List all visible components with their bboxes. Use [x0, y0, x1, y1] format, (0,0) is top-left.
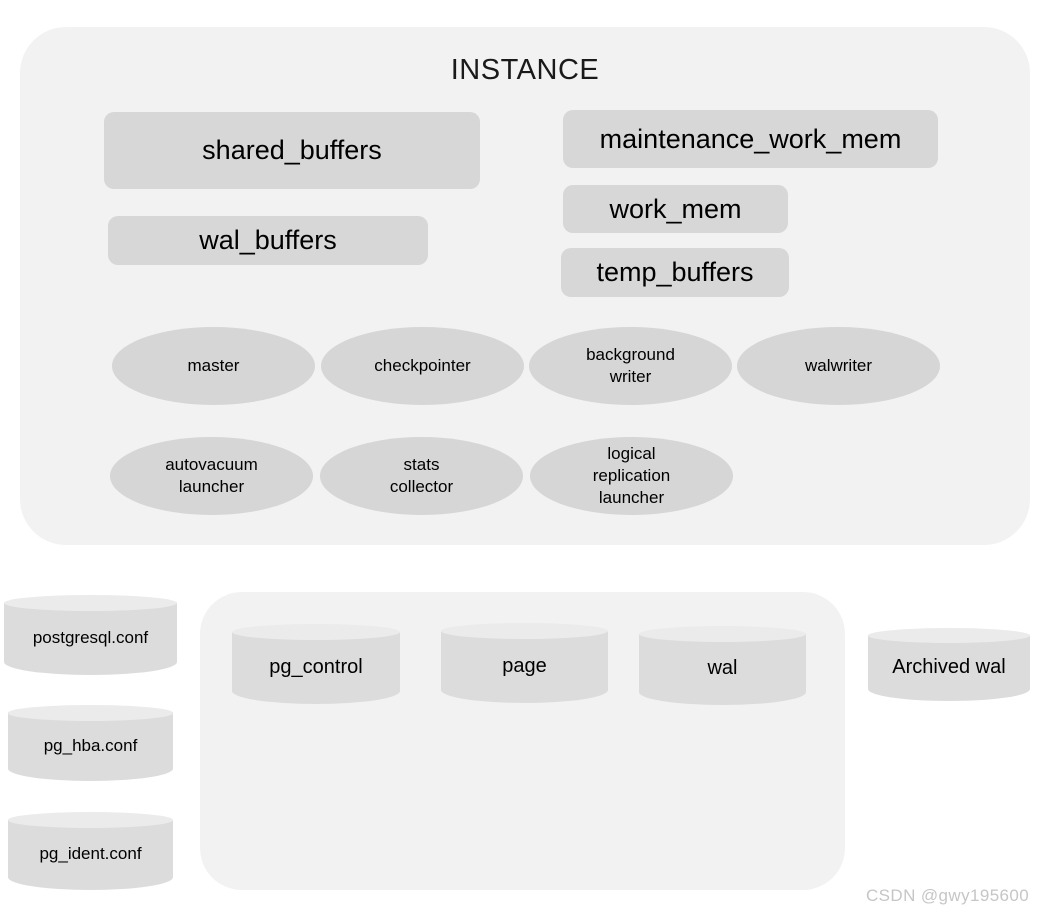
cylinder-postgresql-conf: postgresql.conf — [4, 595, 177, 681]
cylinder-top — [8, 705, 173, 721]
cylinder-archived-wal: Archived wal — [868, 628, 1030, 707]
cylinder-top — [4, 595, 177, 612]
cylinder-top — [8, 812, 173, 828]
cylinder-label: postgresql.conf — [32, 628, 149, 647]
cylinder-label: wal — [707, 657, 738, 679]
cylinder-body — [4, 602, 177, 675]
cylinder-wal: wal — [639, 626, 806, 711]
cylinder-body — [441, 630, 608, 703]
cylinder-label: Archived wal — [892, 656, 1006, 678]
cylinder-top — [639, 626, 806, 643]
cylinder-top — [868, 628, 1030, 643]
cylinder-body — [8, 712, 173, 782]
memory-box-label: wal_buffers — [199, 225, 337, 255]
cylinder-body — [8, 819, 173, 891]
memory-box-label: shared_buffers — [202, 135, 382, 165]
cylinder-pg-control: pg_control — [232, 624, 400, 710]
memory-box-maintenance-work-mem: maintenance_work_mem — [563, 110, 938, 168]
process-label: checkpointer — [374, 356, 471, 376]
cylinder-top — [441, 623, 608, 640]
memory-box-wal-buffers: wal_buffers — [108, 216, 428, 265]
process-label: walwriter — [804, 356, 873, 376]
memory-box-work-mem: work_mem — [563, 185, 788, 233]
instance-title: INSTANCE — [450, 54, 600, 86]
process-ellipse-walwriter: walwriter — [737, 327, 940, 405]
memory-box-label: temp_buffers — [596, 257, 754, 287]
memory-box-label: maintenance_work_mem — [599, 123, 902, 154]
cylinder-label: pg_hba.conf — [43, 736, 138, 755]
memory-box-temp-buffers: temp_buffers — [561, 248, 789, 297]
cylinder-page: page — [441, 623, 608, 709]
watermark: CSDN @gwy195600 — [866, 886, 1030, 905]
cylinder-label: pg_control — [269, 655, 363, 678]
process-ellipse-master: master — [112, 327, 315, 405]
cylinder-body — [232, 631, 400, 704]
cylinder-body — [868, 635, 1030, 702]
process-label: master — [187, 356, 240, 376]
cylinder-pg-hba-conf: pg_hba.conf — [8, 705, 173, 787]
cylinder-label: pg_ident.conf — [39, 844, 142, 863]
memory-box-shared-buffers: shared_buffers — [104, 112, 480, 189]
cylinder-label: page — [502, 654, 547, 677]
memory-box-label: work_mem — [609, 193, 742, 224]
process-ellipse-checkpointer: checkpointer — [321, 327, 524, 405]
cylinder-body — [639, 633, 806, 706]
cylinder-pg-ident-conf: pg_ident.conf — [8, 812, 173, 896]
cylinder-top — [232, 624, 400, 641]
